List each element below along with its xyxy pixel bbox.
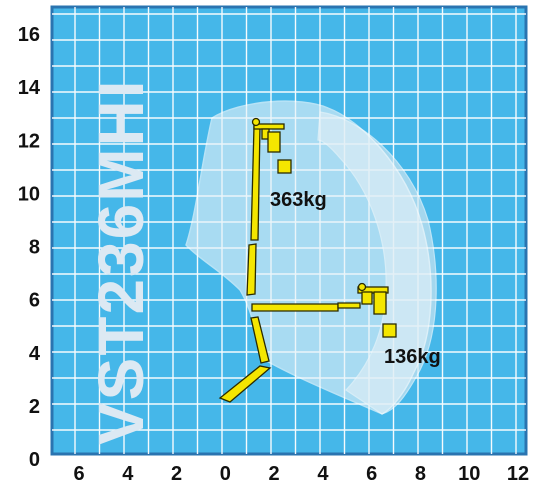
y-tick-label: 14 — [18, 77, 41, 99]
x-tick-label: 2 — [171, 463, 182, 485]
x-tick-label: 2 — [269, 463, 280, 485]
x-tick-label: 12 — [507, 463, 529, 485]
x-axis: 6 4 2 0 2 4 6 8 10 12 — [73, 463, 529, 485]
y-axis: 0 2 4 6 8 10 12 14 16 — [18, 24, 41, 471]
working-envelope — [185, 100, 432, 415]
x-tick-label: 0 — [220, 463, 231, 485]
y-tick-label: 16 — [18, 24, 40, 46]
y-tick-label: 12 — [18, 130, 40, 152]
y-tick-label: 2 — [29, 396, 40, 418]
x-tick-label: 6 — [366, 463, 377, 485]
x-tick-label: 6 — [73, 463, 84, 485]
upper-load-label: 363kg — [270, 189, 327, 211]
x-tick-label: 4 — [317, 463, 329, 485]
lower-load-label: 136kg — [384, 346, 441, 368]
x-tick-label: 8 — [415, 463, 426, 485]
base-links — [218, 316, 272, 403]
x-tick-label: 4 — [122, 463, 134, 485]
y-tick-label: 4 — [29, 343, 41, 365]
y-tick-label: 10 — [18, 183, 40, 205]
y-tick-label: 0 — [29, 449, 40, 471]
y-tick-label: 8 — [29, 237, 40, 259]
x-tick-label: 10 — [458, 463, 480, 485]
boom-lower — [251, 282, 397, 338]
y-tick-label: 6 — [29, 290, 40, 312]
boom-upper — [246, 117, 292, 296]
model-label: VST236MHI — [85, 78, 157, 445]
